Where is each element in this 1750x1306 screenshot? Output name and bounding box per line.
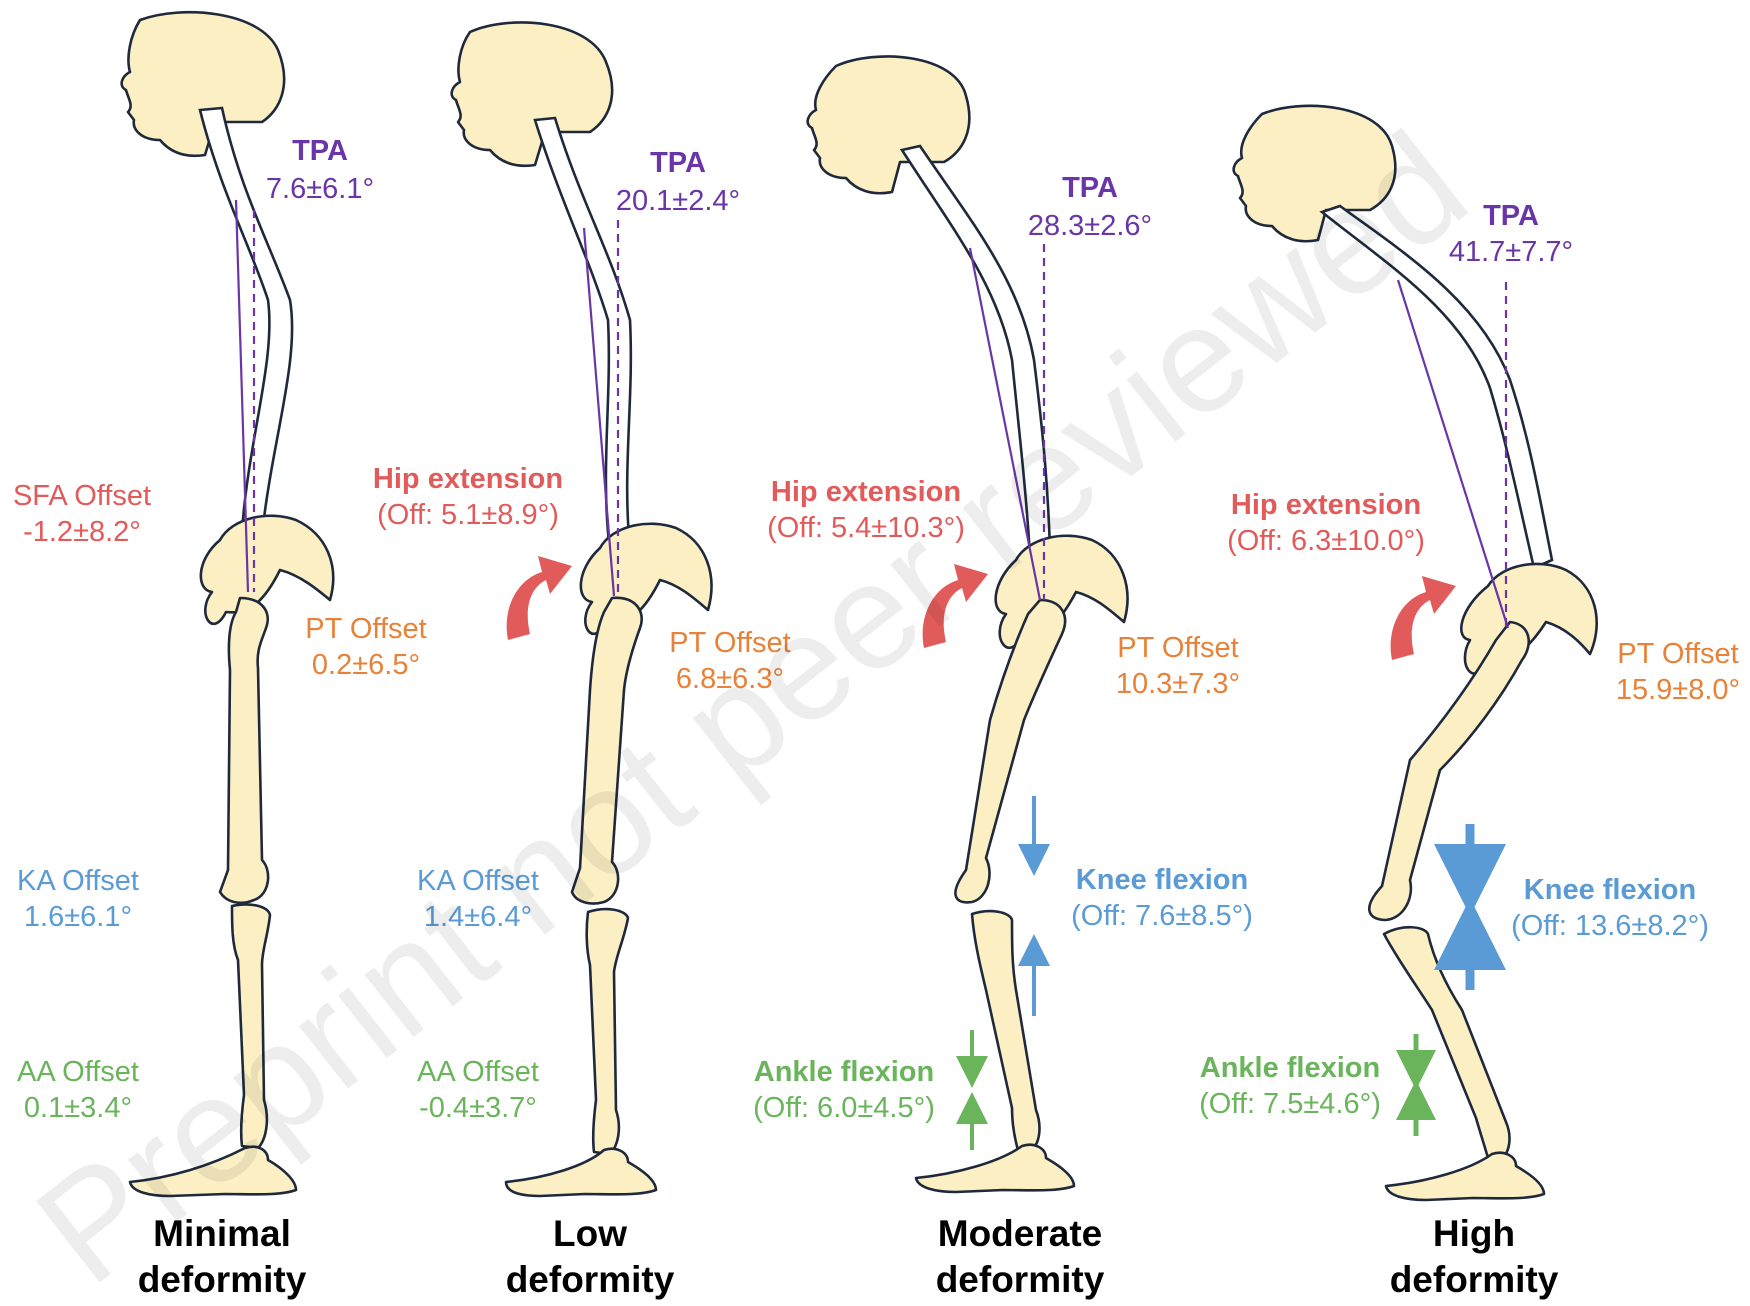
ka-offset-value: 1.6±6.1° [24, 901, 132, 933]
pelvis [201, 516, 333, 624]
hip-extension-arrow [507, 556, 572, 640]
tibia [972, 911, 1039, 1150]
tibia [587, 909, 628, 1154]
skull [122, 12, 284, 156]
pt-offset-title: PT Offset [1617, 638, 1738, 670]
tpa-value: 7.6±6.1° [266, 173, 374, 205]
pelvis [581, 524, 712, 634]
caption-line2: deformity [936, 1259, 1105, 1300]
caption-line2: deformity [1390, 1259, 1559, 1300]
t1-pelvic-line [1398, 280, 1508, 628]
ankle-flexion-title: Ankle flexion [754, 1056, 935, 1088]
ankle-flexion-title: Ankle flexion [1200, 1052, 1381, 1084]
ankle-flexion-value: (Off: 6.0±4.5°) [753, 1092, 935, 1124]
caption-line2: deformity [506, 1259, 675, 1300]
pt-offset-title: PT Offset [1117, 632, 1238, 664]
hip-extension-value: (Off: 6.3±10.0°) [1227, 525, 1425, 557]
tpa-value: 20.1±2.4° [616, 185, 740, 217]
foot [506, 1149, 656, 1196]
skull [452, 22, 612, 165]
hip-extension-value: (Off: 5.1±8.9°) [377, 499, 559, 531]
tibia [1384, 927, 1509, 1158]
pt-offset-title: PT Offset [305, 613, 426, 645]
pt-offset-value: 10.3±7.3° [1116, 668, 1240, 700]
knee-flexion-value: (Off: 7.6±8.5°) [1071, 900, 1253, 932]
caption-line1: Low [553, 1213, 627, 1254]
knee-flexion-value: (Off: 13.6±8.2°) [1511, 910, 1709, 942]
tpa-title: TPA [650, 147, 706, 179]
caption-line1: High [1433, 1213, 1515, 1254]
hip-extension-arrow [1391, 576, 1456, 660]
hip-extension-title: Hip extension [373, 463, 563, 495]
sfa-offset-value: -1.2±8.2° [23, 516, 141, 548]
pt-offset-value: 15.9±8.0° [1616, 674, 1740, 706]
ankle-flexion-value: (Off: 7.5±4.6°) [1199, 1088, 1381, 1120]
foot [1386, 1153, 1544, 1200]
aa-offset-title: AA Offset [17, 1056, 139, 1088]
aa-offset-value: -0.4±3.7° [419, 1092, 537, 1124]
skull [808, 56, 970, 193]
pelvis [1461, 564, 1596, 674]
tpa-value: 28.3±2.6° [1028, 210, 1152, 242]
femur [1369, 622, 1528, 920]
ka-offset-title: KA Offset [17, 865, 139, 897]
caption-line1: Moderate [938, 1213, 1102, 1254]
pt-offset-value: 0.2±6.5° [312, 649, 420, 681]
femur [220, 598, 268, 903]
knee-flexion-title: Knee flexion [1076, 864, 1248, 896]
tpa-title: TPA [1062, 172, 1118, 204]
knee-flexion-title: Knee flexion [1524, 874, 1696, 906]
tpa-title: TPA [292, 135, 348, 167]
hip-extension-title: Hip extension [1231, 489, 1421, 521]
sfa-offset-title: SFA Offset [13, 480, 151, 512]
foot [916, 1145, 1074, 1192]
